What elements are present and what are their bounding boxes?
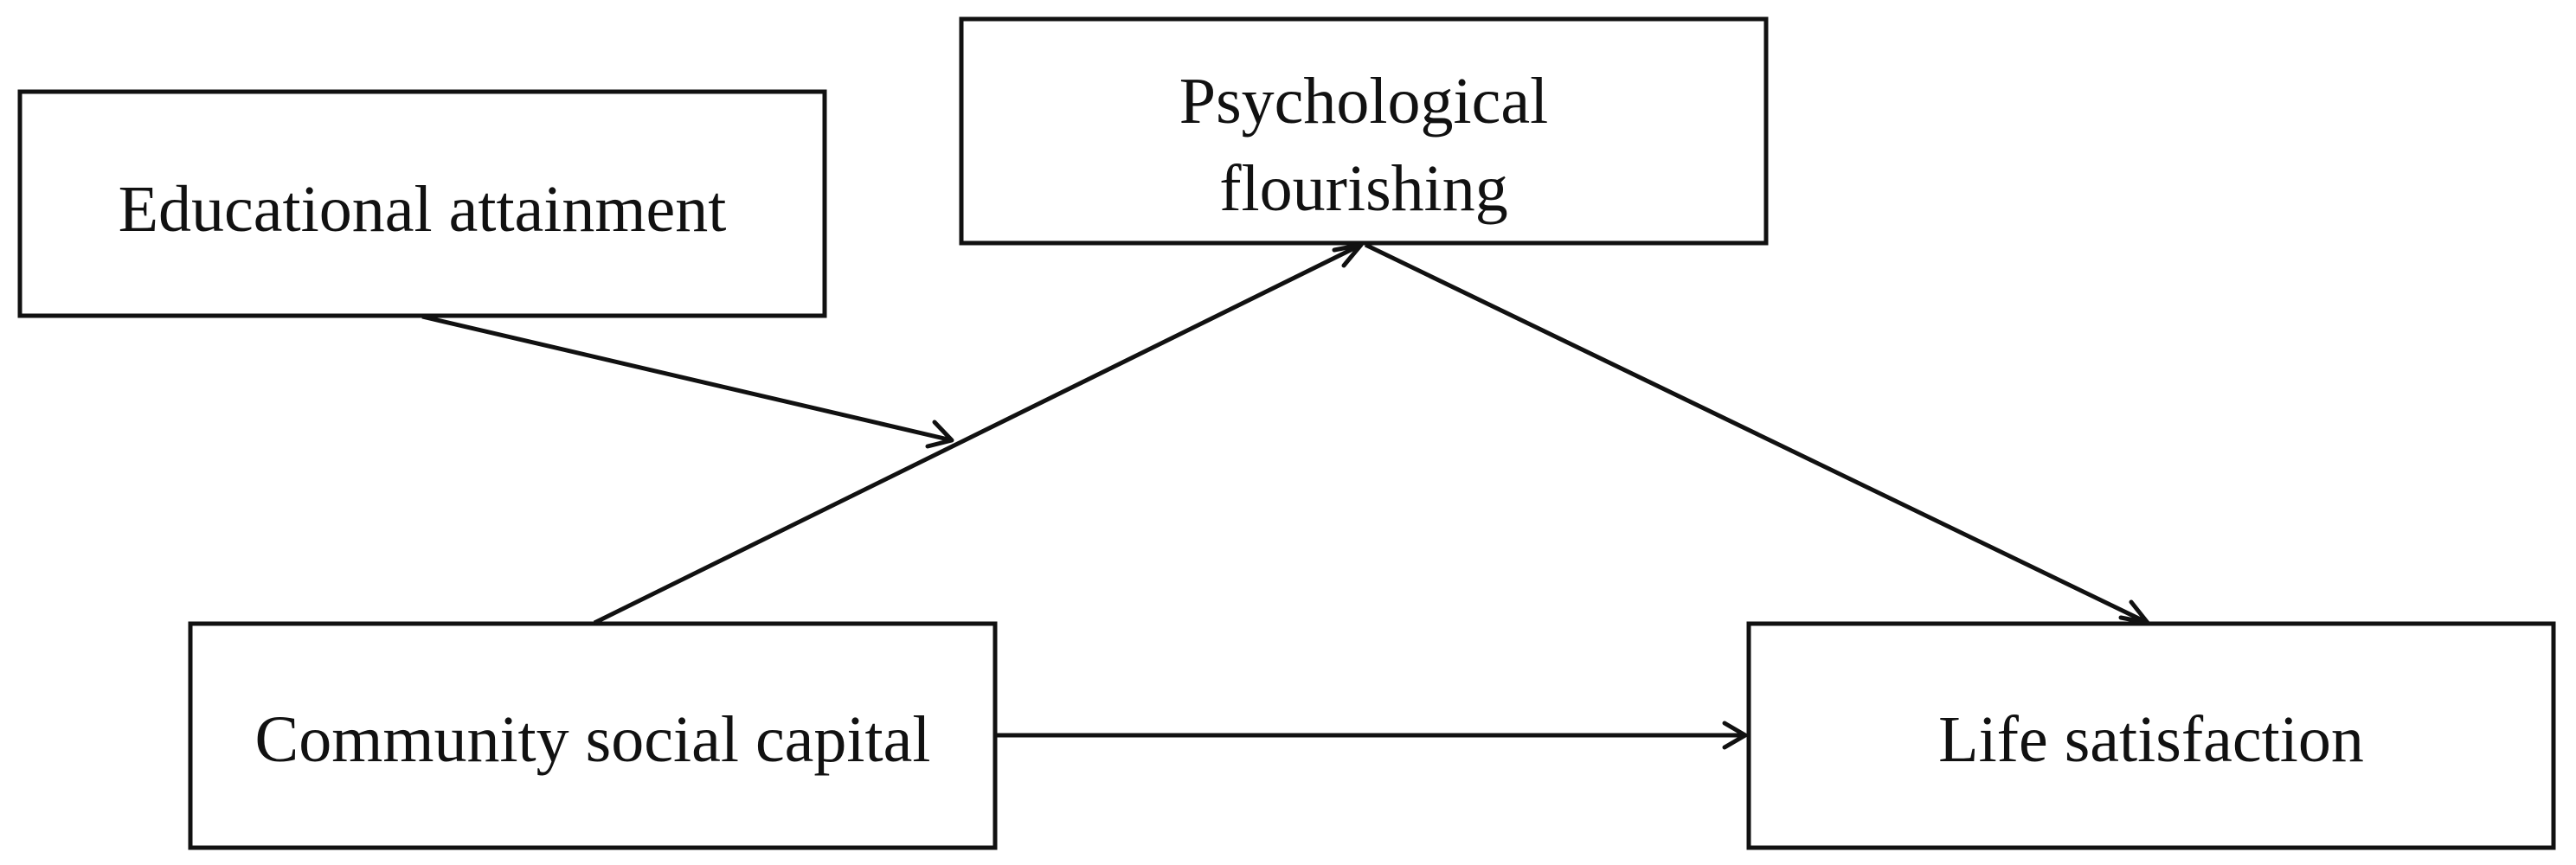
node-label-community-social-capital: Community social capital bbox=[255, 703, 931, 776]
arrowhead-education-moderation bbox=[925, 420, 954, 449]
node-box-psychological-flourishing bbox=[959, 16, 1769, 246]
arrowhead-flourishing-to-life-satisfaction bbox=[2118, 599, 2150, 625]
edge-community-to-flourishing bbox=[593, 242, 1364, 625]
arrowhead-community-to-life-satisfaction bbox=[1722, 721, 1748, 750]
arrowhead-community-to-flourishing bbox=[1332, 242, 1364, 268]
node-label-psychological-flourishing-line2: flourishing bbox=[1219, 152, 1508, 225]
node-label-educational-attainment: Educational attainment bbox=[119, 173, 727, 246]
node-box-life-satisfaction bbox=[1746, 621, 2556, 850]
edge-education-moderation bbox=[421, 314, 954, 449]
node-life-satisfaction: Life satisfaction bbox=[1746, 621, 2556, 850]
node-box-community-social-capital bbox=[188, 621, 998, 850]
node-educational-attainment: Educational attainment bbox=[17, 89, 827, 318]
edge-community-to-life-satisfaction bbox=[997, 721, 1748, 750]
node-label-psychological-flourishing-line1: Psychological bbox=[1179, 65, 1548, 138]
node-label-life-satisfaction: Life satisfaction bbox=[1938, 703, 2364, 776]
node-box-educational-attainment bbox=[17, 89, 827, 318]
node-community-social-capital: Community social capital bbox=[188, 621, 998, 850]
edge-flourishing-to-life-satisfaction bbox=[1364, 242, 2150, 625]
node-psychological-flourishing: Psychological flourishing bbox=[959, 16, 1769, 246]
